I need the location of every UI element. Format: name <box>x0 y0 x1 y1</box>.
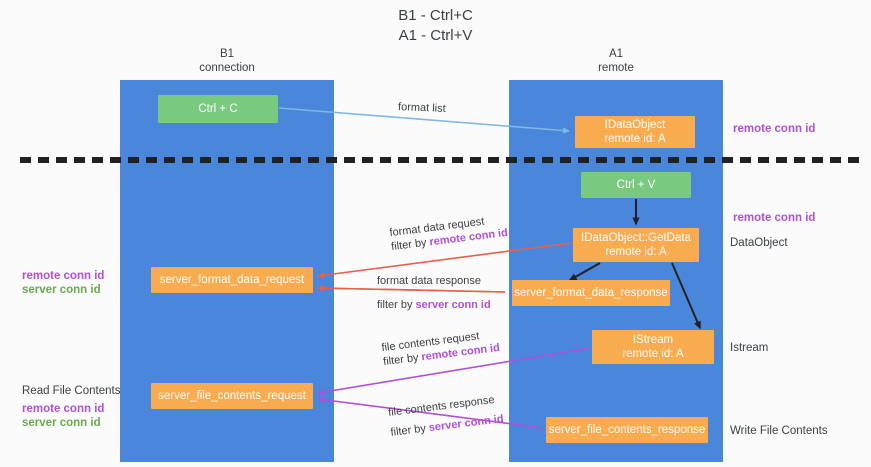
edge-label-format-list: format list <box>398 100 446 116</box>
annotation-left-remote-conn-id-2: remote conn id <box>22 403 105 415</box>
edge-label-file-contents-response-key: server conn id <box>428 413 505 435</box>
node-server-format-data-request-label: server_format_data_request <box>159 274 305 286</box>
annotation-write-file-contents: Write File Contents <box>730 425 828 437</box>
edge-label-file-contents-response: file contents response filter by server … <box>387 392 504 440</box>
diagram-title: B1 - Ctrl+C A1 - Ctrl+V <box>0 6 871 46</box>
node-server-format-data-request[interactable]: server_format_data_request <box>151 267 313 293</box>
column-header-a1-name: A1 <box>608 48 624 60</box>
edge-label-format-data-request: format data request filter by remote con… <box>389 212 509 254</box>
column-header-a1: A1 remote <box>509 47 723 75</box>
annotation-left-server-conn-id-2: server conn id <box>22 417 101 429</box>
column-header-b1: B1 connection <box>120 47 334 75</box>
node-ctrl-v-label: Ctrl + V <box>616 179 656 191</box>
annotation-remote-conn-id-mid: remote conn id <box>733 212 816 224</box>
edge-label-format-list-text: format list <box>397 101 446 115</box>
title-line-1: B1 - Ctrl+C <box>398 7 473 24</box>
edge-label-format-data-response-line2: filter by server conn id <box>377 298 491 312</box>
node-idataobject-getdata[interactable]: IDataObject::GetData remote id: A <box>573 228 699 262</box>
column-header-a1-sub: remote <box>598 62 634 74</box>
node-idataobject-getdata-line2: remote id: A <box>605 246 667 258</box>
node-istream-line1: IStream <box>632 334 674 346</box>
annotation-left-server-conn-id: server conn id <box>22 284 101 296</box>
edge-label-format-data-response-key: server conn id <box>415 299 491 311</box>
node-server-file-contents-response-label: server_file_contents_response <box>548 424 706 436</box>
column-header-b1-name: B1 <box>219 48 235 60</box>
node-server-format-data-response-label: server_format_data_response <box>514 287 668 299</box>
edge-label-format-data-response-line1: format data response <box>377 275 481 287</box>
title-line-2: A1 - Ctrl+V <box>398 27 473 44</box>
node-ctrl-c[interactable]: Ctrl + C <box>158 95 278 123</box>
edge-label-file-contents-request: file contents request filter by remote c… <box>381 327 501 369</box>
node-ctrl-v[interactable]: Ctrl + V <box>581 172 691 198</box>
node-server-file-contents-response[interactable]: server_file_contents_response <box>546 417 708 443</box>
annotation-read-file-contents: Read File Contents <box>22 385 121 397</box>
edge-label-format-data-request-prefix: filter by <box>390 236 431 254</box>
annotation-dataobject: DataObject <box>730 237 788 249</box>
node-idataobject-getdata-line1: IDataObject::GetData <box>581 232 691 244</box>
node-server-file-contents-request-label: server_file_contents_request <box>158 390 306 402</box>
annotation-left-remote-conn-id: remote conn id <box>22 270 105 282</box>
annotation-remote-conn-id-top: remote conn id <box>733 123 816 135</box>
node-idataobject-line2: remote id: A <box>604 133 666 145</box>
node-istream-line2: remote id: A <box>622 348 684 360</box>
edge-label-file-contents-request-prefix: filter by <box>382 351 423 369</box>
column-header-b1-sub: connection <box>199 62 255 74</box>
annotation-istream: Istream <box>730 342 769 354</box>
node-idataobject[interactable]: IDataObject remote id: A <box>575 116 695 148</box>
node-ctrl-c-label: Ctrl + C <box>198 103 238 115</box>
edge-label-format-data-response-prefix: filter by <box>377 299 416 311</box>
node-idataobject-line1: IDataObject <box>604 119 666 131</box>
edge-label-file-contents-response-prefix: filter by <box>389 422 430 439</box>
node-server-format-data-response[interactable]: server_format_data_response <box>512 280 670 306</box>
node-server-file-contents-request[interactable]: server_file_contents_request <box>151 383 313 409</box>
node-istream[interactable]: IStream remote id: A <box>592 330 714 364</box>
edge-label-format-data-response: format data response filter by server co… <box>377 274 491 312</box>
